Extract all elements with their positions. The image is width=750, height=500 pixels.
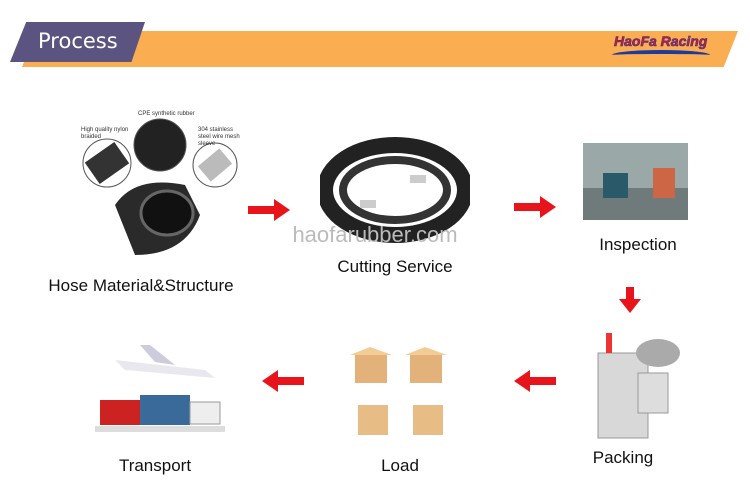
arrow-right-icon [248,199,290,221]
arrow-left-icon [262,370,304,392]
watermark: haofarubber.com [292,222,458,247]
header-band [22,31,738,67]
packing-machine-image [597,333,680,439]
header-tag [10,22,145,62]
arrow-right-icon [514,196,556,218]
step-label-cutting: Cutting Service [337,257,453,276]
hose-coil-image [320,137,470,243]
brand-logo: HaoFa Racing [612,33,712,63]
inspection-image [583,143,688,220]
step-label-transport: Transport [118,456,192,475]
step-label-inspection: Inspection [599,235,677,254]
page-title: Process [38,29,118,53]
callout-rubber: CPE synthetic rubber [138,111,195,117]
arrow-left-icon [514,370,556,392]
callout-nylon: High quality nylon braided [81,127,129,140]
step-label-packing: Packing [592,448,654,467]
arrow-down-icon [619,287,641,313]
step-label-load: Load [381,456,419,475]
logo-text: HaoFa Racing [614,33,708,50]
boxes-image [350,347,447,435]
callout-steel: 304 stainless steel wire mesh sleeve [198,127,240,147]
logo-swoosh-icon [612,50,710,60]
hose-structure-image [82,118,238,255]
transport-image [95,345,225,432]
step-label-structure: Hose Material&Structure [48,276,234,295]
